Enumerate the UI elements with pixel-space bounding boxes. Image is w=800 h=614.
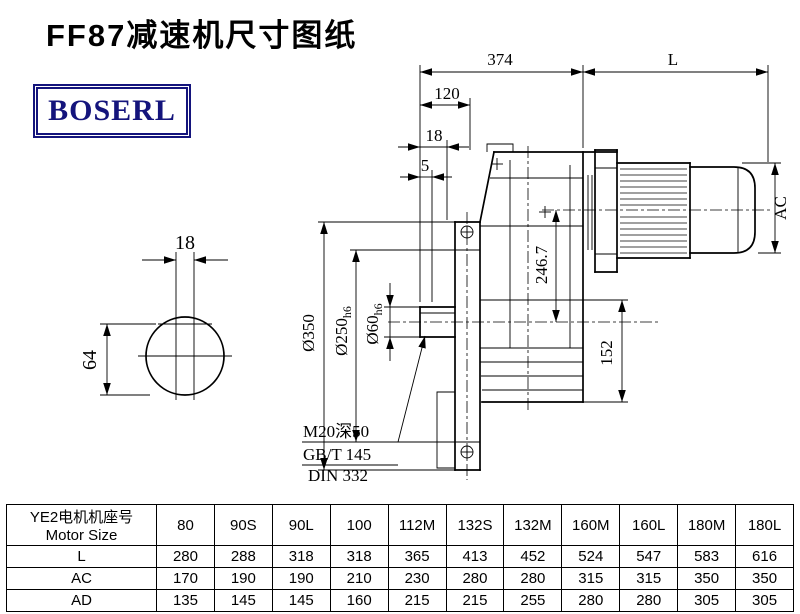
thread-note: M20深50 GB/T 145 DIN 332 xyxy=(302,335,426,485)
dim-cell: 583 xyxy=(677,545,737,568)
note-standard-gbt: GB/T 145 xyxy=(303,445,371,464)
gearbox-outline xyxy=(419,143,618,471)
dim-cell: 280 xyxy=(619,589,679,612)
col-header: 160L xyxy=(619,504,679,546)
table-header-row: YE2电机机座号 Motor Size 80 90S 90L 100 112M … xyxy=(6,504,794,546)
dim-cell: 413 xyxy=(445,545,505,568)
dimension-diameters: Ø350 Ø250h6 Ø60h6 xyxy=(299,221,455,471)
note-thread: M20深50 xyxy=(303,422,369,441)
dim-cell: 288 xyxy=(213,545,273,568)
dim-cell: 190 xyxy=(271,567,331,590)
motor-size-table: YE2电机机座号 Motor Size 80 90S 90L 100 112M … xyxy=(6,504,794,612)
dim-cell: 145 xyxy=(213,589,273,612)
dim-cell: 210 xyxy=(329,567,389,590)
dimension-120-18-5: 120 18 5 xyxy=(398,84,471,302)
dim-cell: 365 xyxy=(387,545,447,568)
col-header: 80 xyxy=(156,504,215,546)
col-header: 132M xyxy=(503,504,563,546)
dim-AC: AC xyxy=(771,196,790,220)
dim-cell: 280 xyxy=(503,567,563,590)
motor-fins xyxy=(620,168,687,254)
motor-size-header-cn: YE2电机机座号 xyxy=(29,509,134,526)
dim-cell: 547 xyxy=(619,545,679,568)
motor-outline xyxy=(594,149,756,273)
dim-18: 18 xyxy=(426,126,443,145)
dim-cell: 524 xyxy=(561,545,621,568)
motor-size-header-en: Motor Size xyxy=(45,527,118,544)
dim-cell: 350 xyxy=(677,567,737,590)
dim-dia-250: Ø250h6 xyxy=(332,306,354,356)
note-standard-din: DIN 332 xyxy=(308,466,368,485)
dim-cell: 190 xyxy=(213,567,273,590)
dim-cell: 280 xyxy=(561,589,621,612)
dimension-246-7: 246.7 xyxy=(532,210,560,322)
table-row-AD: AD 135 145 145 160 215 215 255 280 280 3… xyxy=(6,589,794,612)
brand-logo: BOSERL xyxy=(33,84,191,138)
dimension-152: 152 xyxy=(583,299,628,403)
dim-cell: 305 xyxy=(735,589,794,612)
dim-cell: 135 xyxy=(156,589,215,612)
dim-374: 374 xyxy=(487,50,513,69)
dim-cell: 318 xyxy=(271,545,331,568)
dim-cell: 315 xyxy=(561,567,621,590)
col-header: 90L xyxy=(271,504,331,546)
dim-L: L xyxy=(668,50,678,69)
dim-cell: 350 xyxy=(735,567,794,590)
row-label: L xyxy=(6,545,157,568)
dim-keyway-width: 18 xyxy=(175,232,195,254)
dim-cell: 255 xyxy=(503,589,563,612)
dim-dia-60: Ø60h6 xyxy=(363,303,385,344)
dim-cell: 145 xyxy=(271,589,331,612)
col-header: 132S xyxy=(445,504,505,546)
dim-cell: 280 xyxy=(445,567,505,590)
col-header: 180L xyxy=(735,504,794,546)
dim-cell: 160 xyxy=(329,589,389,612)
dim-dia-350: Ø350 xyxy=(299,314,318,352)
col-header: 100 xyxy=(329,504,389,546)
dim-5: 5 xyxy=(421,156,430,175)
dim-cell: 230 xyxy=(387,567,447,590)
col-header: 160M xyxy=(561,504,621,546)
page-title: FF87减速机尺寸图纸 xyxy=(46,18,358,53)
centerlines xyxy=(388,146,772,480)
dim-cell: 170 xyxy=(156,567,215,590)
dim-cell: 315 xyxy=(619,567,679,590)
table-row-AC: AC 170 190 190 210 230 280 280 315 315 3… xyxy=(6,567,794,590)
brand-logo-text: BOSERL xyxy=(48,94,176,127)
bolt-center-marks xyxy=(460,158,551,459)
dim-cell: 452 xyxy=(503,545,563,568)
dimension-AC: AC xyxy=(742,162,790,254)
col-header: 90S xyxy=(213,504,273,546)
dim-shaft-height: 64 xyxy=(79,350,101,370)
dim-cell: 616 xyxy=(735,545,794,568)
dim-cell: 215 xyxy=(387,589,447,612)
col-header: 112M xyxy=(387,504,447,546)
col-header: 180M xyxy=(677,504,737,546)
motor-size-header-cell: YE2电机机座号 Motor Size xyxy=(6,504,157,546)
table-row-L: L 280 288 318 318 365 413 452 524 547 58… xyxy=(6,545,794,568)
shaft-end-view: 18 64 xyxy=(79,232,232,400)
dim-cell: 280 xyxy=(156,545,215,568)
row-label: AD xyxy=(6,589,157,612)
dim-120: 120 xyxy=(434,84,460,103)
dim-cell: 305 xyxy=(677,589,737,612)
row-label: AC xyxy=(6,567,157,590)
dim-246-7: 246.7 xyxy=(532,245,551,284)
dim-cell: 215 xyxy=(445,589,505,612)
dim-152: 152 xyxy=(597,340,616,366)
dimension-374-L: 374 L xyxy=(419,50,769,302)
dim-cell: 318 xyxy=(329,545,389,568)
